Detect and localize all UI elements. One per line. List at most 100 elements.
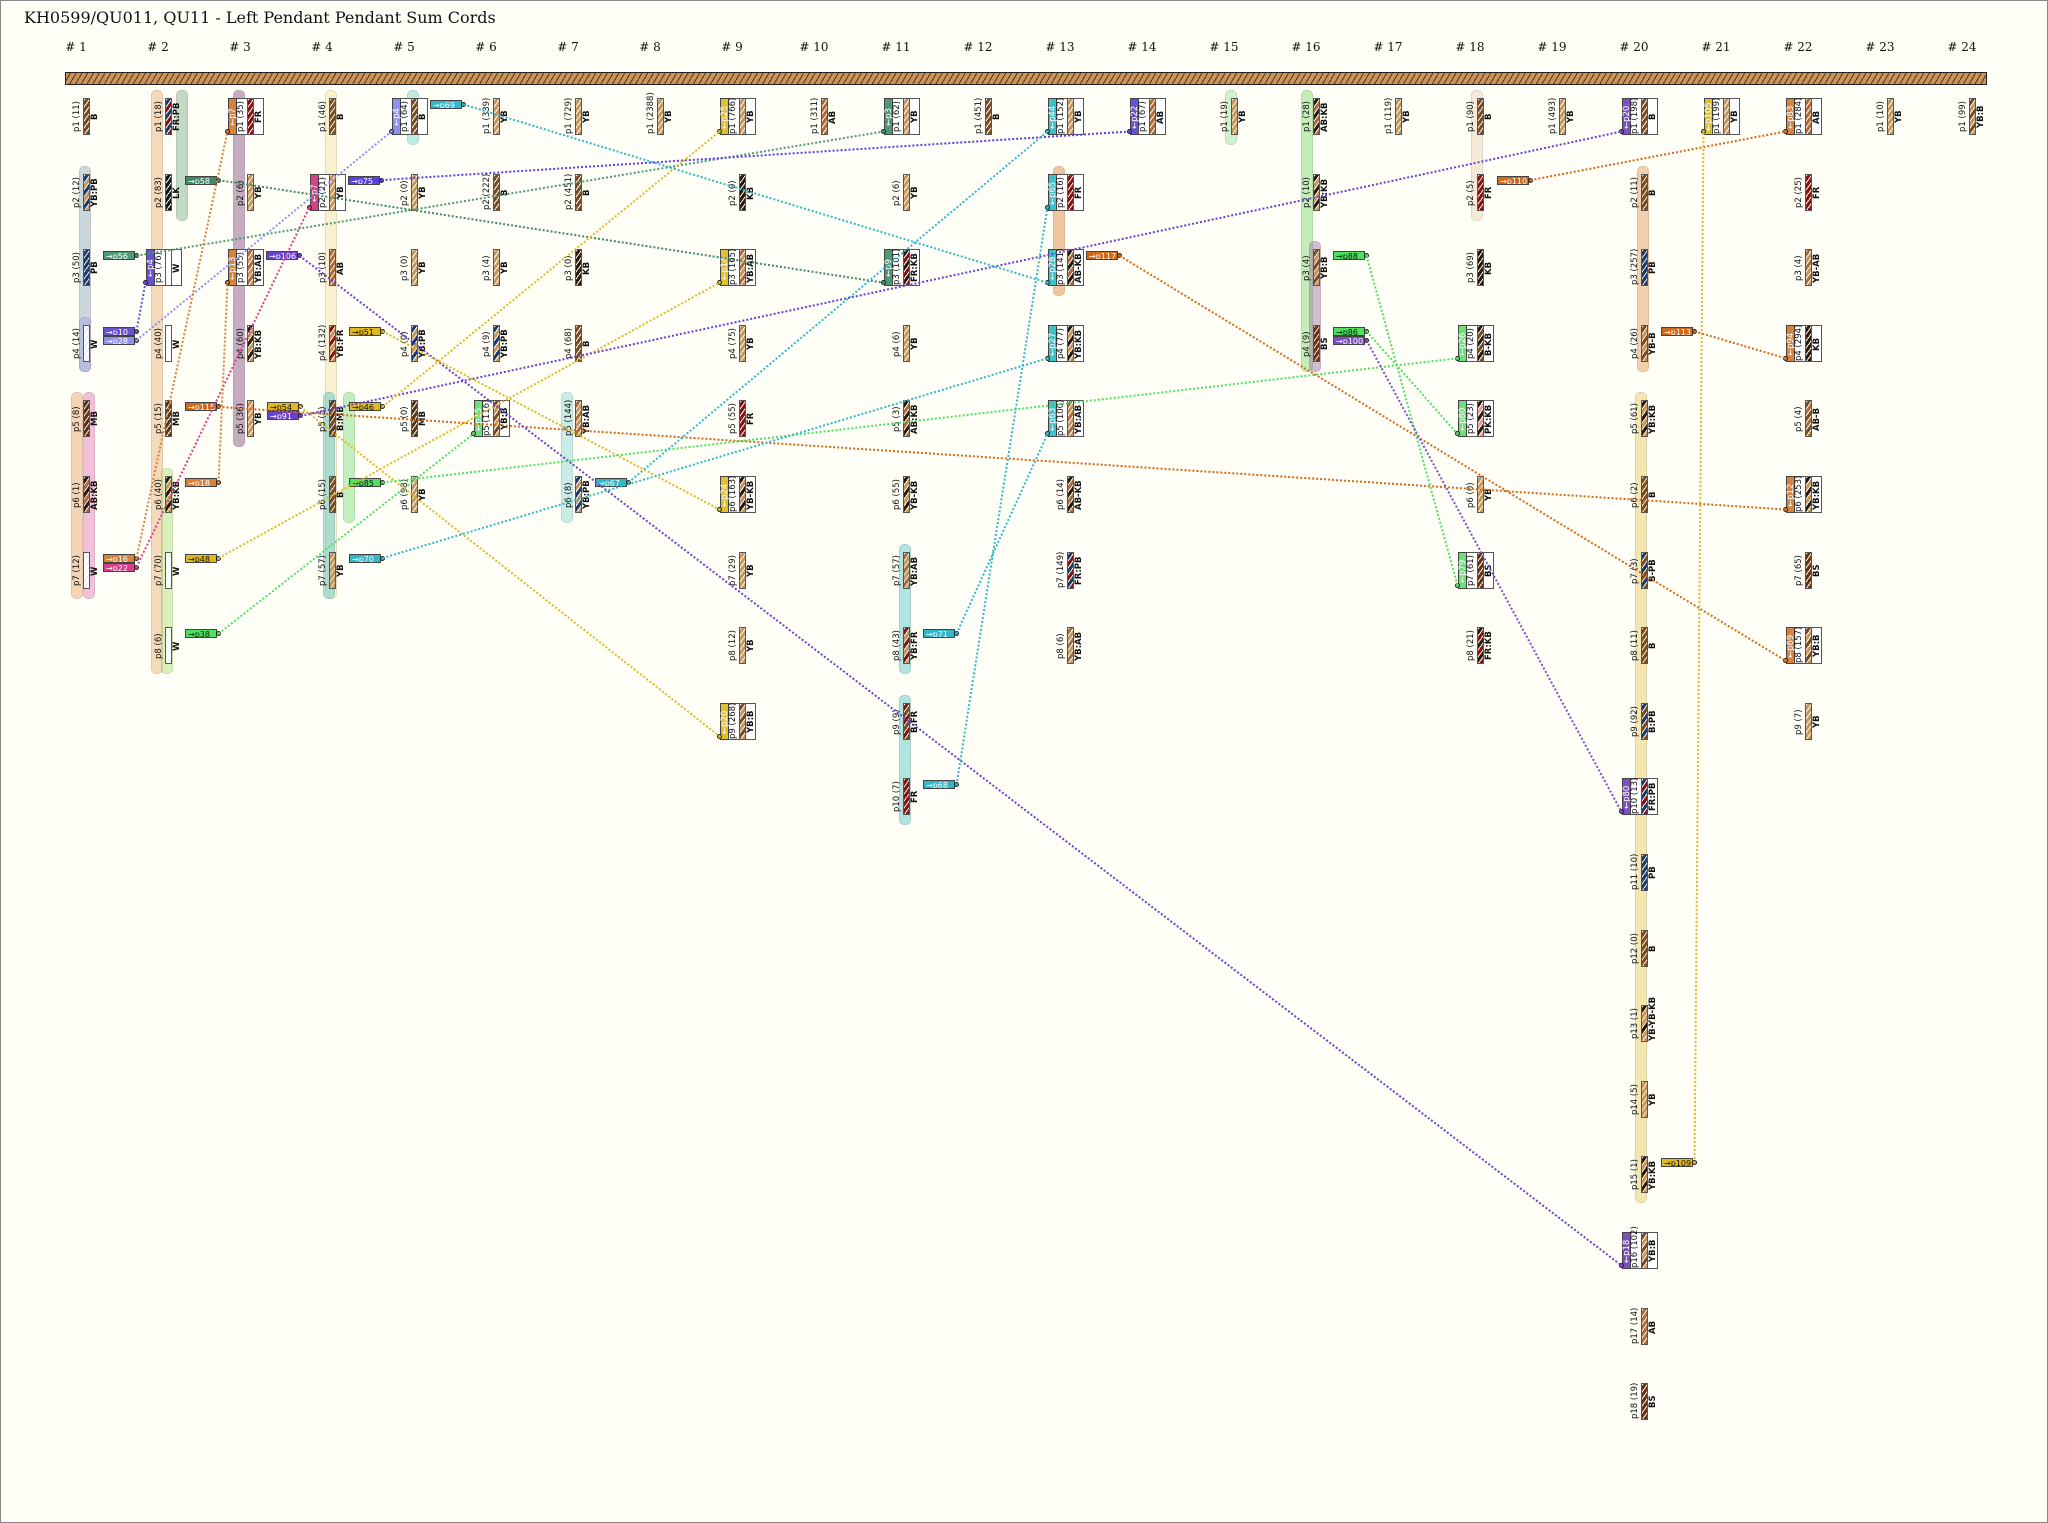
incoming-pointer[interactable]: ←p12 [1786,476,1796,513]
pendant-box[interactable]: ←p83 [1786,98,1822,135]
pendant-box[interactable]: ←p4 [146,249,182,287]
pendant-cord[interactable] [657,98,664,135]
pendant-cord[interactable] [575,249,582,287]
pendant-cord[interactable] [1641,1383,1648,1421]
pendant-cord[interactable] [903,98,910,135]
pendant-cord[interactable] [1641,854,1648,891]
pendant-cord[interactable] [165,627,172,665]
pendant-cord[interactable] [1313,98,1320,135]
incoming-pointer[interactable]: ←p18 [1622,1232,1632,1269]
pendant-cord[interactable] [575,173,582,211]
pendant-cord[interactable] [83,551,90,589]
pendant-cord[interactable] [739,324,746,362]
incoming-pointer[interactable]: ←p80 [1458,400,1468,438]
incoming-pointer[interactable]: ←p14 [720,249,730,287]
pendant-cord[interactable] [1477,400,1484,438]
pendant-cord[interactable] [821,98,828,135]
pendant-cord[interactable] [411,98,418,135]
incoming-pointer[interactable]: ←p69 [1786,627,1796,665]
incoming-pointer[interactable]: ←p4 [146,249,156,287]
pendant-box[interactable]: ←p79 [1458,551,1494,589]
pendant-cord[interactable] [165,173,172,211]
pendant-cord[interactable] [165,98,172,135]
pendant-cord[interactable] [1641,173,1648,211]
pendant-cord[interactable] [1477,98,1484,135]
pendant-cord[interactable] [739,702,746,740]
pendant-cord[interactable] [165,400,172,438]
pendant-cord[interactable] [739,627,746,665]
pendant-cord[interactable] [247,173,254,211]
pendant-cord[interactable] [1805,249,1812,287]
pendant-cord[interactable] [1805,98,1812,135]
incoming-pointer[interactable]: ←p7 [228,98,238,135]
pendant-cord[interactable] [247,98,254,135]
pendant-cord[interactable] [1477,324,1484,362]
incoming-pointer[interactable]: ←p7 [310,173,320,211]
pendant-box[interactable]: ←p18 [1622,1232,1658,1269]
pendant-cord[interactable] [83,476,90,513]
pendant-cord[interactable] [1477,476,1484,513]
incoming-pointer[interactable]: ←p3 [884,98,894,135]
pendant-box[interactable]: ←p69 [1786,627,1822,665]
pendant-box[interactable]: ←p4 [392,98,428,135]
pendant-cord[interactable] [575,324,582,362]
pendant-cord[interactable] [1641,476,1648,513]
pendant-box[interactable]: ←p14 [720,249,756,287]
pendant-cord[interactable] [903,249,910,287]
pendant-cord[interactable] [83,400,90,438]
incoming-pointer[interactable]: ←p9 [884,249,894,287]
pendant-cord[interactable] [1805,324,1812,362]
incoming-pointer[interactable]: ←p83 [1786,98,1796,135]
pendant-cord[interactable] [903,173,910,211]
pendant-cord[interactable] [1067,324,1074,362]
pendant-box[interactable]: ←p3 [884,98,920,135]
pendant-cord[interactable] [1477,173,1484,211]
pendant-cord[interactable] [165,551,172,589]
pendant-cord[interactable] [1149,98,1156,135]
pendant-cord[interactable] [329,324,336,362]
pendant-cord[interactable] [329,249,336,287]
pendant-cord[interactable] [575,400,582,438]
pendant-cord[interactable] [493,400,500,438]
pendant-box[interactable]: ←p15 [474,400,510,438]
incoming-pointer[interactable]: ←p4 [392,98,402,135]
pendant-cord[interactable] [247,324,254,362]
pendant-cord[interactable] [1805,627,1812,665]
pendant-cord[interactable] [903,702,910,740]
pendant-box[interactable]: ←p94 [1786,324,1822,362]
pendant-cord[interactable] [1641,551,1648,589]
pendant-cord[interactable] [1887,98,1894,135]
pendant-cord[interactable] [1641,1156,1648,1194]
pendant-cord[interactable] [1313,324,1320,362]
pendant-cord[interactable] [739,551,746,589]
pendant-cord[interactable] [739,98,746,135]
pendant-cord[interactable] [83,249,90,287]
pendant-box[interactable]: ←p12 [1786,476,1822,513]
pendant-cord[interactable] [1067,400,1074,438]
pendant-cord[interactable] [1641,1232,1648,1269]
pendant-cord[interactable] [1559,98,1566,135]
pendant-cord[interactable] [903,551,910,589]
pendant-cord[interactable] [1067,173,1074,211]
pendant-cord[interactable] [493,173,500,211]
pendant-cord[interactable] [1641,98,1648,135]
incoming-pointer[interactable]: ←p20 [720,702,730,740]
pendant-cord[interactable] [247,400,254,438]
pendant-cord[interactable] [739,400,746,438]
pendant-cord[interactable] [1805,400,1812,438]
pendant-cord[interactable] [1231,98,1238,135]
pendant-cord[interactable] [903,476,910,513]
pendant-cord[interactable] [1805,476,1812,513]
pendant-cord[interactable] [493,324,500,362]
pendant-cord[interactable] [903,400,910,438]
incoming-pointer[interactable]: ←p79 [1458,551,1468,589]
pendant-cord[interactable] [1805,702,1812,740]
pendant-cord[interactable] [1067,476,1074,513]
pendant-box[interactable]: ←p26 [1458,324,1494,362]
pendant-box[interactable]: ←p63 [1048,400,1084,438]
pendant-box[interactable]: ←p24 [720,476,756,513]
pendant-cord[interactable] [247,249,254,287]
pendant-cord[interactable] [575,476,582,513]
pendant-cord[interactable] [1067,551,1074,589]
pendant-cord[interactable] [1641,324,1648,362]
